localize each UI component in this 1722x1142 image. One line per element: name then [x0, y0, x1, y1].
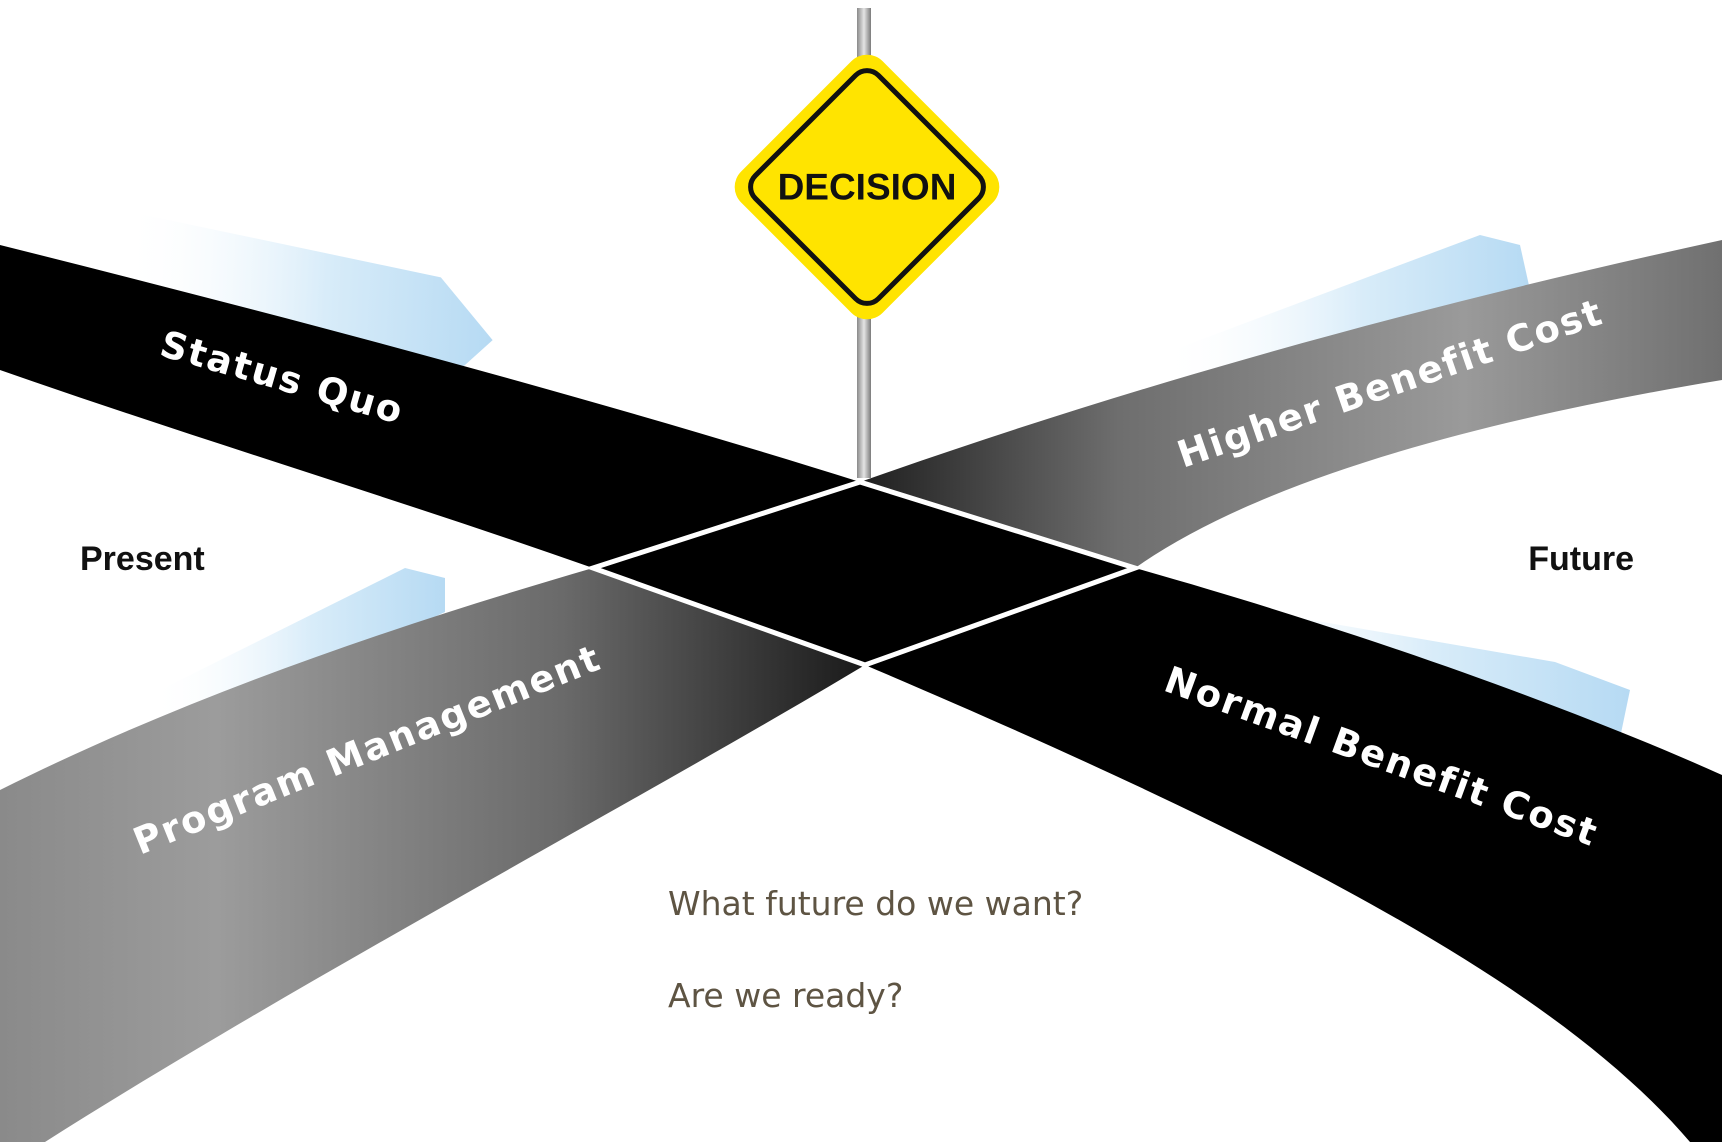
label-future: Future — [1528, 540, 1634, 578]
road-higher-benefit-cost — [860, 240, 1722, 568]
arrow-status-quo — [119, 210, 493, 369]
intersection — [585, 479, 1143, 668]
road-normal-benefit-cost — [865, 568, 1722, 1142]
decision-sign: DECISION — [734, 54, 1000, 320]
question-ready: Are we ready? — [668, 976, 904, 1015]
road-program-management — [0, 568, 865, 1142]
road-status-quo — [0, 245, 860, 568]
label-present: Present — [80, 540, 205, 578]
question-future: What future do we want? — [668, 884, 1084, 923]
decision-sign-text: DECISION — [778, 167, 957, 208]
